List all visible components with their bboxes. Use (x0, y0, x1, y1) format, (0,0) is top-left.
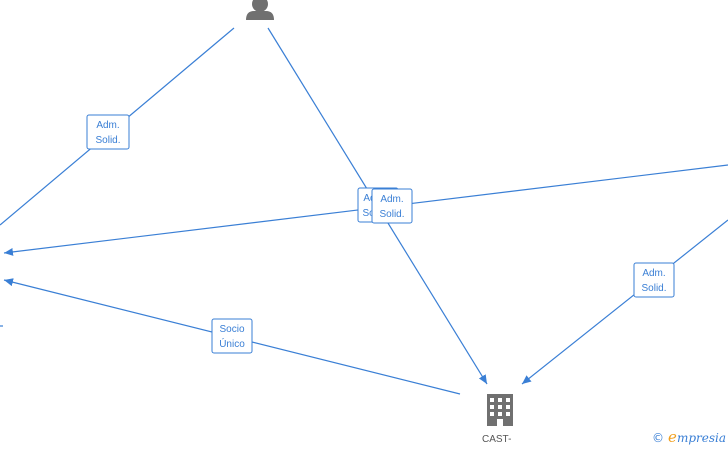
edge-label-text: Socio (219, 324, 244, 335)
person-icon[interactable] (246, 0, 274, 20)
edge-right-to-company (521, 219, 728, 385)
edge-label-adm-solid-left: Adm. Solid. (86, 114, 130, 150)
building-icon[interactable] (487, 394, 513, 426)
edge-label-text: Adm. (380, 194, 403, 205)
brand-name: mpresia (676, 431, 726, 445)
edge-label-socio-unico: Socio Único (211, 318, 253, 354)
edge-label-text: Solid. (641, 283, 666, 294)
edge-label-text: Solid. (95, 135, 120, 146)
edge-label-text: Adm. (642, 268, 665, 279)
edge-label-adm-solid-right: Adm. Solid. (633, 262, 675, 298)
empresia-watermark: ©empresia (652, 428, 726, 446)
brand-initial: e (668, 428, 677, 446)
edge-label-adm-solid-center-front: Adm. Solid. (371, 188, 413, 224)
edge-label-text: Adm. (96, 120, 119, 131)
copyright-symbol: © (652, 431, 665, 445)
edge-label-text: Único (219, 337, 245, 350)
company-caption[interactable]: CAST- (482, 434, 512, 445)
edge-label-text: Solid. (379, 209, 404, 220)
